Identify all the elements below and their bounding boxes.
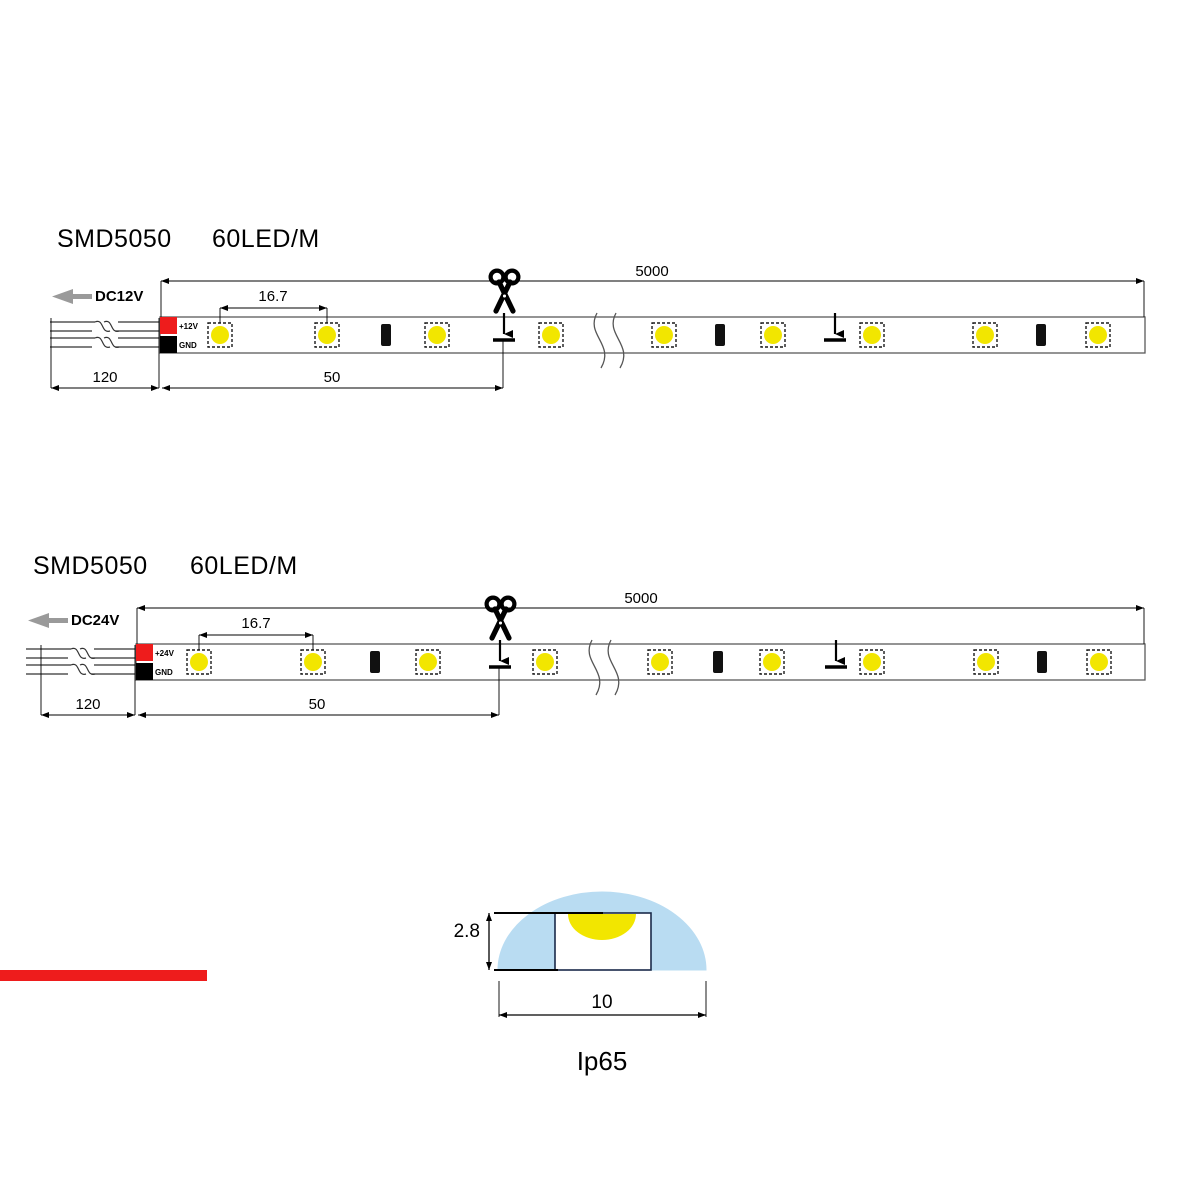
dimension-cut-24v: 50 xyxy=(138,667,500,718)
dimension-lead-24v: 120 xyxy=(40,645,136,718)
dimension-pitch-24v: 16.7 xyxy=(198,615,314,650)
dimension-pitch-label-12v: 16.7 xyxy=(258,288,287,305)
dimension-lead-label-24v: 120 xyxy=(75,696,100,713)
strip-diagram-12v: SMD5050 60LED/M DC12V +12V GND xyxy=(50,225,1146,391)
dimension-total-12v: 5000 xyxy=(160,263,1145,317)
strip-diagram-24v: SMD5050 60LED/M DC24V +24V GND xyxy=(26,552,1146,718)
strip-title-24v: SMD5050 xyxy=(33,552,148,580)
terminal-ground-12v xyxy=(160,336,177,353)
dimension-lead-12v: 120 xyxy=(50,318,160,391)
dimension-cut-label-12v: 50 xyxy=(324,369,341,386)
terminal-ground-label-24v: GND xyxy=(155,668,173,677)
terminal-positive-12v xyxy=(160,317,177,334)
dimension-width-label: 10 xyxy=(591,992,612,1013)
lead-wires-12v xyxy=(50,320,160,348)
dimension-lead-label-12v: 120 xyxy=(92,369,117,386)
terminal-positive-24v xyxy=(136,644,153,661)
supply-arrow-12v xyxy=(52,289,92,304)
terminal-ground-label-12v: GND xyxy=(179,341,197,350)
cross-section-diagram: 2.8 10 Ip65 xyxy=(0,891,707,1076)
dimension-total-label-24v: 5000 xyxy=(624,590,657,607)
lead-wires-24v xyxy=(26,647,136,675)
dimension-pitch-label-24v: 16.7 xyxy=(241,615,270,632)
terminal-ground-24v xyxy=(136,663,153,680)
strip-density-12v: 60LED/M xyxy=(212,225,320,253)
strip-title-12v: SMD5050 xyxy=(57,225,172,253)
ip-rating-label: Ip65 xyxy=(577,1046,628,1076)
dimension-cut-label-24v: 50 xyxy=(309,696,326,713)
dimension-width: 10 xyxy=(498,981,707,1018)
dimension-height: 2.8 xyxy=(454,913,492,970)
supply-label-12v: DC12V xyxy=(95,288,143,305)
dimension-pitch-12v: 16.7 xyxy=(219,288,328,323)
scissors-icon-12v xyxy=(491,271,519,311)
dimension-total-24v: 5000 xyxy=(136,590,1145,644)
dimension-cut-12v: 50 xyxy=(162,340,504,391)
strip-density-24v: 60LED/M xyxy=(190,552,298,580)
terminal-positive-label-12v: +12V xyxy=(179,322,199,331)
scissors-icon-24v xyxy=(487,598,515,638)
supply-arrow-24v xyxy=(28,613,68,628)
supply-label-24v: DC24V xyxy=(71,612,119,629)
dimension-height-label: 2.8 xyxy=(454,921,480,942)
led-phosphor xyxy=(568,914,636,940)
pcb-base xyxy=(0,970,207,981)
terminal-positive-label-24v: +24V xyxy=(155,649,175,658)
strip-break-symbol-12v xyxy=(593,312,625,369)
dimension-total-label-12v: 5000 xyxy=(635,263,668,280)
strip-break-symbol-24v xyxy=(588,639,620,696)
